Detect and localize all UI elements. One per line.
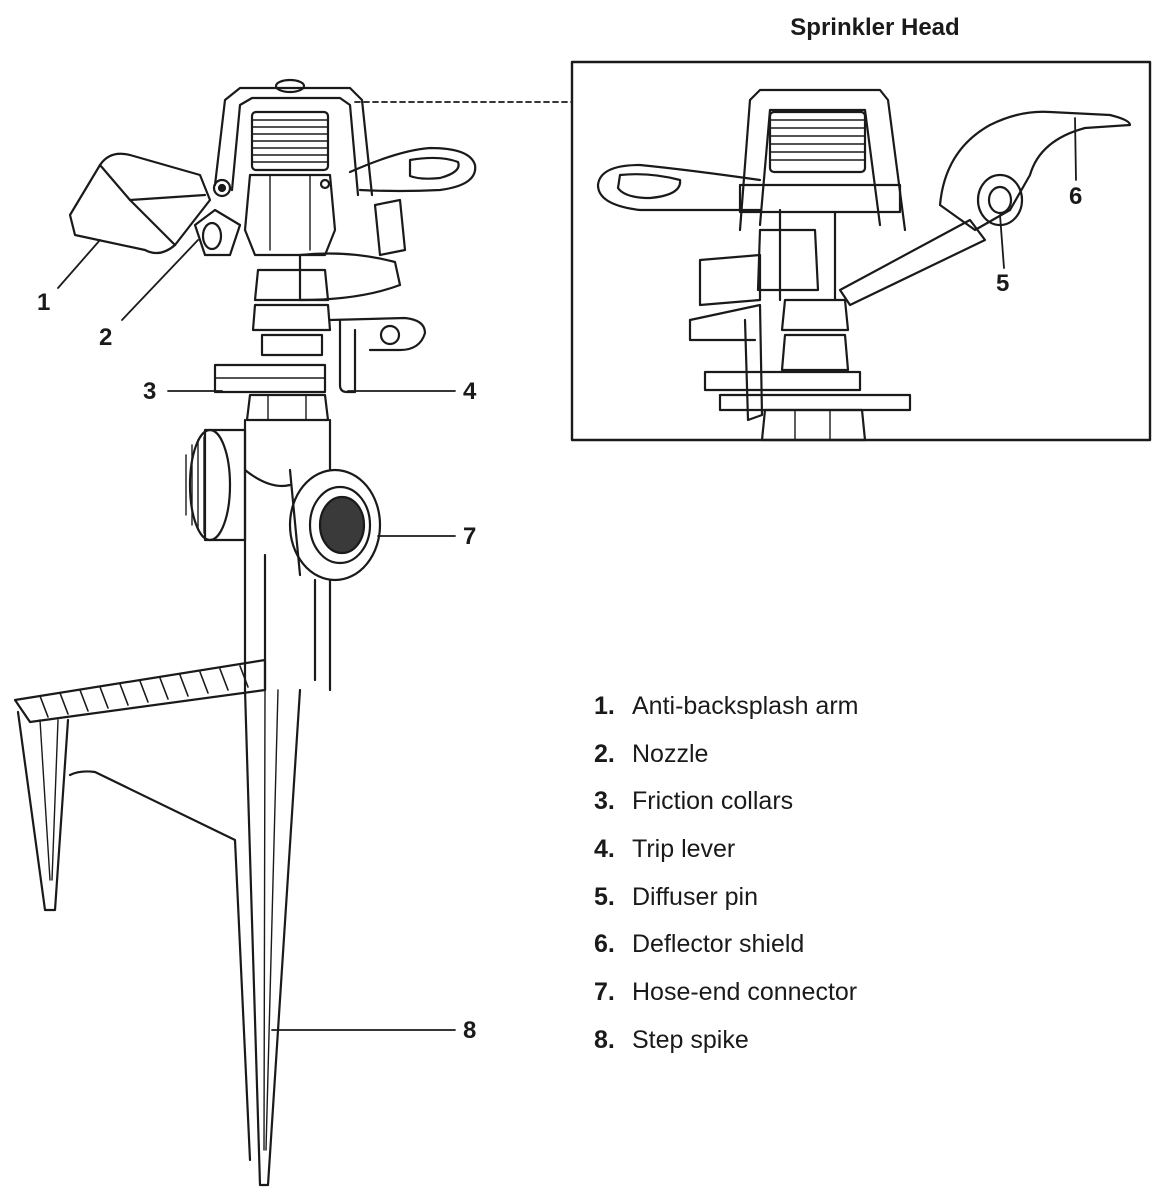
callout-7: 7: [463, 523, 477, 550]
callout-1: 1: [37, 289, 51, 316]
callout-4: 4: [463, 378, 477, 405]
callout-3: 3: [143, 378, 157, 405]
anti-backsplash-arm: [68, 152, 212, 255]
callout-2: 2: [99, 324, 113, 351]
legend-label: Friction collars: [632, 787, 794, 816]
legend-item: 3.Friction collars: [594, 787, 794, 816]
legend-item: 4.Trip lever: [594, 835, 736, 864]
inset-sprinkler-head: [596, 88, 1132, 442]
sprinkler-body: [13, 78, 477, 1187]
trip-lever: [328, 316, 427, 394]
legend-item: 8.Step spike: [594, 1025, 749, 1054]
legend-label: Hose-end connector: [632, 978, 858, 1007]
callout-8: 8: [463, 1017, 477, 1044]
leader-6: [1074, 117, 1077, 181]
leader-lines: [57, 117, 1077, 1031]
legend-label: Nozzle: [632, 739, 709, 768]
inset-deflector-shield: [838, 110, 1132, 307]
callout-5: 5: [996, 270, 1010, 297]
friction-collars: [213, 363, 327, 394]
legend-label: Step spike: [632, 1025, 749, 1054]
legend-label: Deflector shield: [632, 930, 805, 959]
legend-label: Diffuser pin: [632, 882, 758, 911]
parts-legend: 1.Anti-backsplash arm 2.Nozzle 3.Frictio…: [594, 690, 858, 1072]
hose-end-connector: [185, 428, 382, 582]
spring: [250, 110, 330, 172]
legend-item: 7.Hose-end connector: [594, 978, 858, 1007]
leader-2: [121, 239, 199, 321]
legend-item: 1.Anti-backsplash arm: [594, 692, 859, 720]
leader-1: [57, 239, 101, 289]
step-spike: [243, 688, 302, 1187]
callout-6: 6: [1069, 183, 1083, 210]
nozzle: [193, 208, 242, 257]
legend-item: 2.Nozzle: [594, 739, 709, 768]
legend-item: 5.Diffuser pin: [594, 882, 758, 911]
inset-title: Sprinkler Head: [790, 14, 960, 41]
legend-label: Anti-backsplash arm: [632, 692, 859, 720]
legend-item: 6.Deflector shield: [594, 930, 805, 959]
legend-label: Trip lever: [632, 835, 736, 864]
leader-5: [999, 214, 1005, 269]
